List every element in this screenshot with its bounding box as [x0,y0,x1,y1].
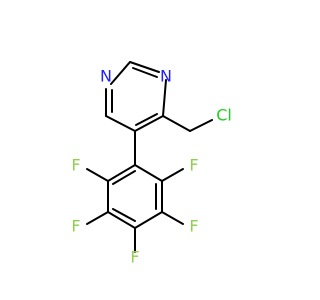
bond-n1-c2 [110,61,131,85]
atom-label-f5: F [71,156,80,175]
molecule-canvas: N N Cl F F F F F [71,61,232,267]
bond-c-f4 [86,211,109,225]
atom-label-n3: N [160,67,172,86]
bond-aryl-6-1 [107,164,136,182]
atom-label-f4: F [71,217,80,236]
bond-ch2-cl [189,119,213,132]
atom-label-cl: Cl [216,106,232,125]
bond-c4-c5-inner [135,113,158,126]
atom-label-n1: N [100,67,112,86]
bond-c2-n3-inner [132,67,158,78]
bond-c-f1 [161,168,184,182]
bond-aryl-1-2 [134,164,163,182]
bond-c2-n3 [129,61,160,73]
bond-c-f5 [86,168,109,182]
bond-c5-c6 [105,115,136,132]
bond-aryl-4-5 [107,211,136,229]
atom-label-f3: F [130,248,139,267]
bond-n3-c4 [162,79,167,117]
bond-aryl-3-4 [134,211,163,229]
atom-label-f1: F [189,156,198,175]
bond-aryl-6-1-inner [112,170,136,185]
bond-aryl-4-5-inner [112,208,136,222]
bond-c4-ch2 [162,115,191,132]
bond-c4-c5 [134,115,164,132]
bond-c-f2 [161,211,184,225]
atom-label-f2: F [189,217,198,236]
molecule-structure: N N Cl F F F F F [71,61,232,267]
